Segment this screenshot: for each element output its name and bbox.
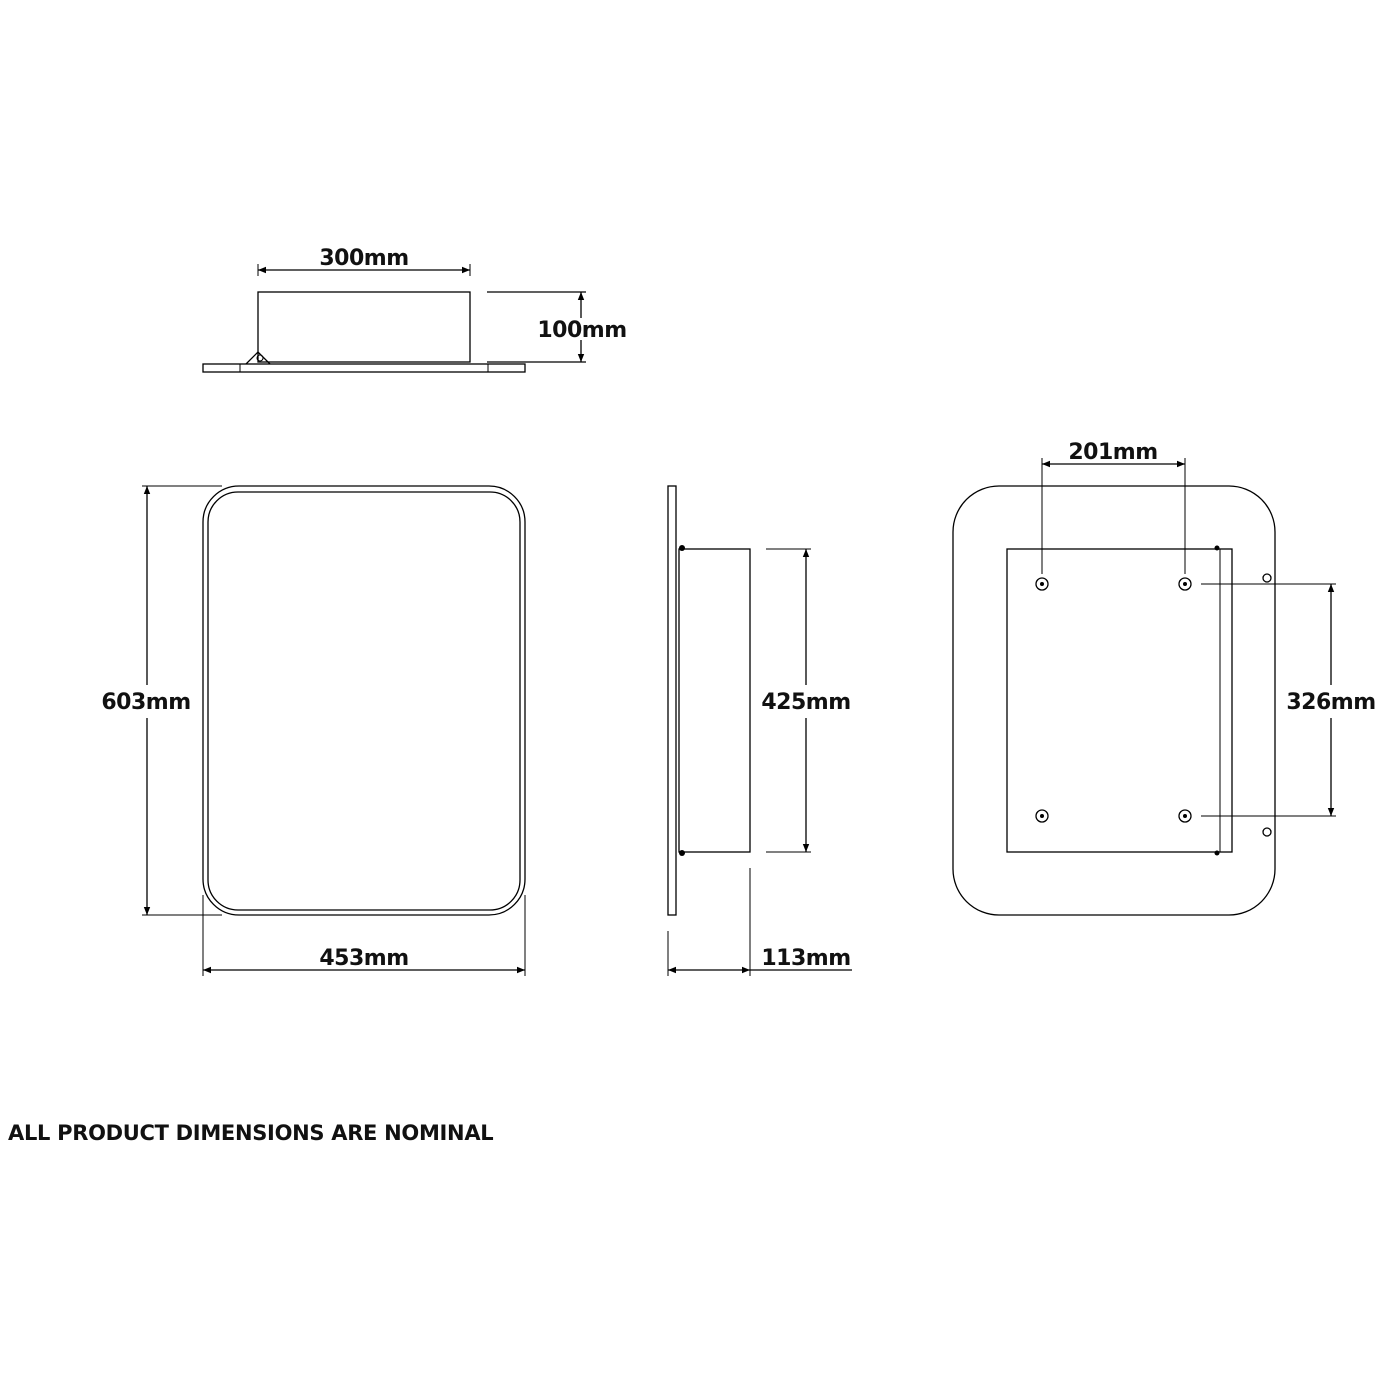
side-view-box (678, 548, 751, 853)
hinge-bracket (245, 351, 271, 365)
side-view-plate (667, 485, 677, 916)
dimensions-note: ALL PRODUCT DIMENSIONS ARE NOMINAL (8, 1121, 494, 1145)
front-view: 603mm 453mm (101, 485, 526, 976)
top-view-plate (202, 363, 526, 373)
dim-label-side-height: 425mm (761, 690, 850, 715)
dim-label-front-width: 453mm (319, 946, 408, 971)
dim-label-hole-vertical: 326mm (1286, 690, 1375, 715)
top-view-box (257, 291, 471, 363)
back-box (1006, 548, 1233, 853)
top-view: 300mm 100mm (202, 246, 627, 373)
mirror-inner-frame (207, 491, 521, 911)
dim-label-side-depth: 113mm (761, 946, 850, 971)
dim-label-top-width: 300mm (319, 246, 408, 271)
back-outer-frame (952, 485, 1276, 916)
back-view: 201mm 326mm (952, 440, 1376, 916)
dim-label-front-height: 603mm (101, 690, 190, 715)
side-view: 425mm 113mm (667, 485, 852, 976)
mounting-holes (1035, 577, 1192, 823)
dim-label-hole-horizontal: 201mm (1068, 440, 1157, 465)
dim-label-top-depth: 100mm (537, 318, 626, 343)
mirror-outer-frame (202, 485, 526, 916)
hinge-pin (256, 354, 264, 362)
